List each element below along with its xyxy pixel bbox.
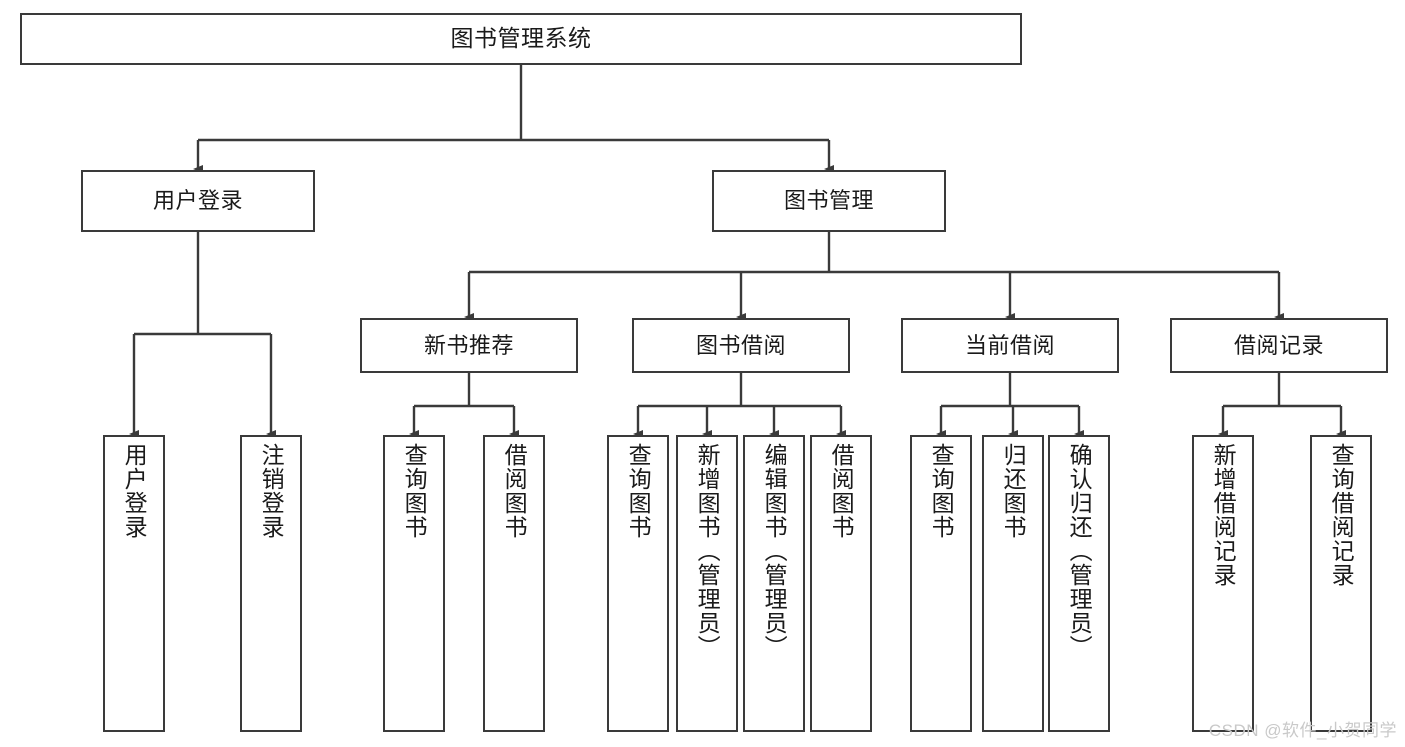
node-leaf-logout[interactable]: 注销登录 [240, 435, 302, 732]
node-leaf-query-record[interactable]: 查询借阅记录 [1310, 435, 1372, 732]
node-leaf-borrow-book-2[interactable]: 借阅图书 [810, 435, 872, 732]
node-label: 归还图书 [1000, 443, 1027, 539]
connector-lines [129, 65, 1346, 438]
node-user-login[interactable]: 用户登录 [81, 170, 315, 232]
node-label: 编辑图书（管理员） [761, 443, 788, 659]
node-leaf-confirm-ret[interactable]: 确认归还（管理员） [1048, 435, 1110, 732]
node-leaf-add-record[interactable]: 新增借阅记录 [1192, 435, 1254, 732]
node-root[interactable]: 图书管理系统 [20, 13, 1022, 65]
node-label: 借阅记录 [1233, 332, 1324, 358]
node-book-manage[interactable]: 图书管理 [712, 170, 946, 232]
node-leaf-return-book[interactable]: 归还图书 [982, 435, 1044, 732]
node-label: 用户登录 [121, 443, 148, 539]
node-label: 查询借阅记录 [1328, 443, 1355, 587]
node-label: 新书推荐 [423, 332, 514, 358]
node-label: 借阅图书 [828, 443, 855, 539]
node-label: 图书借阅 [695, 332, 786, 358]
node-label: 新增借阅记录 [1210, 443, 1237, 587]
node-label: 当前借阅 [964, 332, 1055, 358]
node-label: 查询图书 [625, 443, 652, 539]
node-label: 用户登录 [152, 188, 243, 214]
node-label: 借阅图书 [501, 443, 528, 539]
node-new-book-rec[interactable]: 新书推荐 [360, 318, 578, 373]
node-leaf-add-book[interactable]: 新增图书（管理员） [676, 435, 738, 732]
node-borrow-record[interactable]: 借阅记录 [1170, 318, 1388, 373]
node-label: 确认归还（管理员） [1066, 443, 1093, 659]
node-label: 查询图书 [401, 443, 428, 539]
node-label: 图书管理 [783, 188, 874, 214]
node-leaf-borrow-book-1[interactable]: 借阅图书 [483, 435, 545, 732]
node-book-borrow[interactable]: 图书借阅 [632, 318, 850, 373]
node-leaf-user-login[interactable]: 用户登录 [103, 435, 165, 732]
node-label: 新增图书（管理员） [694, 443, 721, 659]
node-label: 注销登录 [258, 443, 285, 539]
node-label: 查询图书 [928, 443, 955, 539]
node-leaf-query-book-3[interactable]: 查询图书 [910, 435, 972, 732]
node-label: 图书管理系统 [450, 25, 592, 52]
node-leaf-query-book-1[interactable]: 查询图书 [383, 435, 445, 732]
node-current-borrow[interactable]: 当前借阅 [901, 318, 1119, 373]
node-leaf-edit-book[interactable]: 编辑图书（管理员） [743, 435, 805, 732]
watermark-text: CSDN @软件_小贺同学 [1208, 721, 1397, 740]
node-leaf-query-book-2[interactable]: 查询图书 [607, 435, 669, 732]
